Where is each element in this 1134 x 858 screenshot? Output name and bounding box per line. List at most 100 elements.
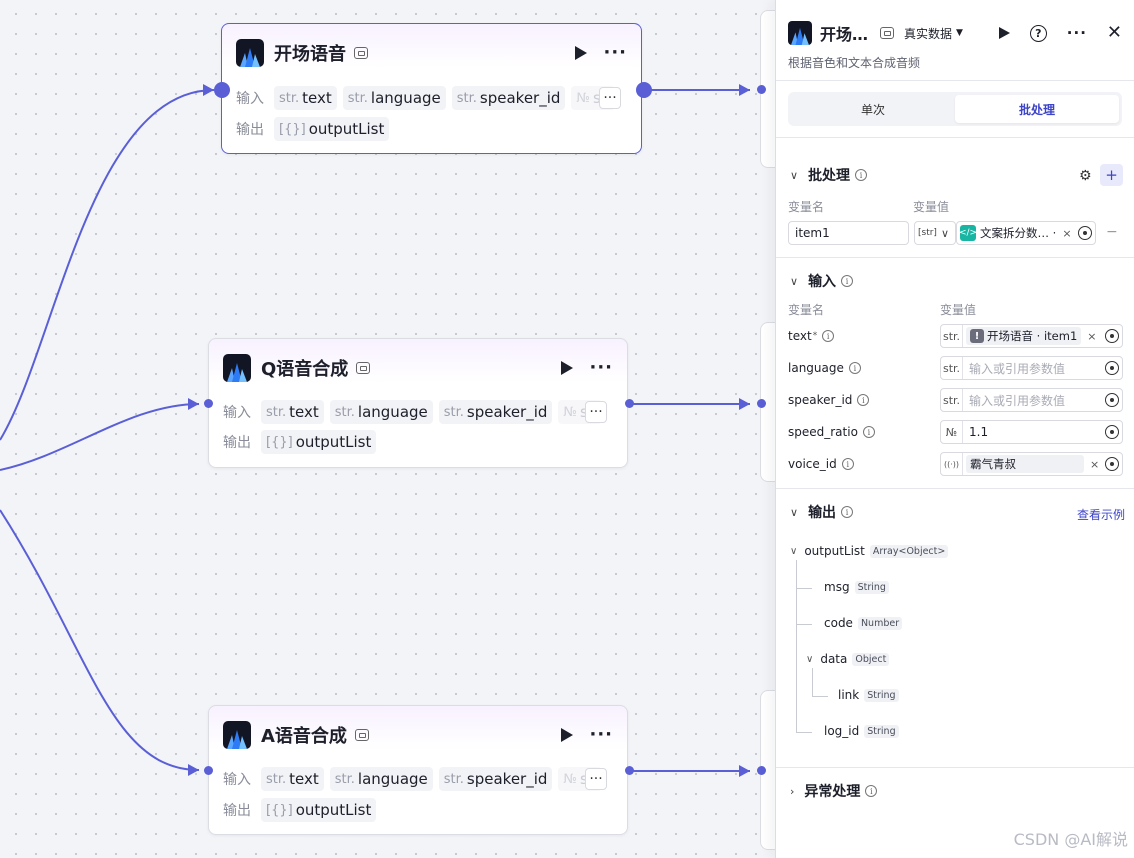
more-inputs-button[interactable]: ··· bbox=[599, 87, 621, 109]
next-node-3-input-handle[interactable] bbox=[757, 766, 766, 775]
mode-tabs: 单次 批处理 bbox=[788, 92, 1122, 126]
info-icon: i bbox=[857, 394, 870, 406]
node-menu-button[interactable]: ··· bbox=[589, 724, 613, 745]
param-value-text[interactable]: str. !开场语音 · item1 × bbox=[940, 324, 1123, 348]
info-icon: i bbox=[841, 275, 854, 287]
param-value-voice-id[interactable]: ((·)) 霸气青叔 × bbox=[940, 452, 1123, 476]
input-chip-speaker-id: str.speaker_id bbox=[438, 400, 553, 424]
info-icon: i bbox=[841, 506, 854, 518]
chevron-down-icon: ∨ bbox=[790, 505, 799, 519]
reference-picker-icon[interactable] bbox=[1078, 226, 1092, 240]
data-mode-select[interactable]: 真实数据▼ bbox=[904, 26, 963, 41]
node-menu-button[interactable]: ··· bbox=[589, 357, 613, 378]
ref-tag: !开场语音 · item1 bbox=[966, 327, 1082, 345]
tab-single[interactable]: 单次 bbox=[860, 102, 885, 117]
param-value-language[interactable]: str. 输入或引用参数值 bbox=[940, 356, 1123, 380]
node-input-row: 输入 str.text str.language str.speaker_id … bbox=[223, 767, 613, 791]
node-config-panel: 开场… 真实数据▼ ? ··· ✕ 根据音色和文本合成音频 单次 批处理 ∨ 批… bbox=[775, 0, 1134, 858]
run-button[interactable] bbox=[998, 27, 1010, 39]
arrow-head bbox=[739, 765, 750, 777]
reference-picker-icon[interactable] bbox=[1105, 361, 1119, 375]
info-icon: i bbox=[848, 362, 861, 374]
node-1-output-handle[interactable] bbox=[636, 82, 652, 98]
node-3-output-handle[interactable] bbox=[625, 766, 634, 775]
app-logo-icon bbox=[236, 39, 264, 67]
warning-icon: ! bbox=[970, 329, 984, 343]
caret-down-icon: ▼ bbox=[956, 28, 963, 38]
reference-picker-icon[interactable] bbox=[1105, 457, 1119, 471]
run-node-button[interactable] bbox=[561, 728, 574, 742]
chevron-down-icon: ∨ bbox=[790, 545, 798, 557]
divider bbox=[776, 80, 1134, 81]
param-value-speaker-id[interactable]: str. 输入或引用参数值 bbox=[940, 388, 1123, 412]
arrow-head bbox=[739, 84, 750, 96]
chevron-down-icon: ∨ bbox=[790, 168, 799, 182]
tree-connector bbox=[796, 732, 812, 733]
reference-picker-icon[interactable] bbox=[1105, 425, 1119, 439]
node-3-input-handle[interactable] bbox=[204, 766, 213, 775]
input-chip-language: str.language bbox=[342, 86, 446, 110]
edge-to-node-3 bbox=[0, 509, 200, 771]
column-label-name: 变量名 bbox=[788, 303, 825, 317]
batch-var-name-input[interactable]: item1 bbox=[788, 221, 909, 245]
tree-connector bbox=[796, 624, 812, 625]
more-inputs-button[interactable]: ··· bbox=[585, 401, 607, 423]
node-1-input-handle[interactable] bbox=[214, 82, 230, 98]
column-label-value: 变量值 bbox=[913, 200, 950, 214]
next-node-1-input-handle[interactable] bbox=[757, 85, 766, 94]
clear-ref-icon[interactable]: × bbox=[1087, 329, 1097, 343]
node-2-input-handle[interactable] bbox=[204, 399, 213, 408]
column-label-name: 变量名 bbox=[788, 200, 825, 214]
node-title: 开场语音 bbox=[274, 44, 346, 65]
more-inputs-button[interactable]: ··· bbox=[585, 768, 607, 790]
node-input-row: 输入 str.text str.language str.speaker_id … bbox=[223, 400, 613, 424]
run-node-button[interactable] bbox=[575, 46, 588, 60]
node-2-output-handle[interactable] bbox=[625, 399, 634, 408]
chevron-right-icon: › bbox=[790, 784, 795, 798]
close-icon[interactable]: ✕ bbox=[1106, 22, 1122, 43]
node-header: Q语音合成 ··· bbox=[223, 353, 613, 383]
tab-batch[interactable]: 批处理 bbox=[955, 95, 1119, 123]
input-chip-text: str.text bbox=[274, 86, 337, 110]
clear-voice-icon[interactable]: × bbox=[1090, 457, 1100, 471]
output-label: 输出 bbox=[236, 122, 264, 138]
add-batch-variable-button[interactable]: + bbox=[1100, 164, 1123, 186]
plugin-badge-icon bbox=[354, 47, 368, 59]
info-icon: i bbox=[855, 169, 868, 181]
input-chip-speaker-id: str.speaker_id bbox=[451, 86, 566, 110]
clear-ref-icon[interactable]: × bbox=[1062, 226, 1072, 240]
divider bbox=[776, 137, 1134, 138]
reference-picker-icon[interactable] bbox=[1105, 393, 1119, 407]
node-header: A语音合成 ··· bbox=[223, 720, 613, 750]
batch-settings-gear-icon[interactable]: ⚙ bbox=[1079, 168, 1092, 184]
node-a-voice-synthesis[interactable]: A语音合成 ··· 输入 str.text str.language str.s… bbox=[208, 705, 628, 835]
help-icon[interactable]: ? bbox=[1029, 24, 1047, 42]
output-chip-outputlist: [{}]outputList bbox=[274, 117, 390, 141]
view-example-link[interactable]: 查看示例 bbox=[1077, 508, 1126, 522]
batch-value-ref[interactable]: </> 文案拆分数… · × bbox=[956, 221, 1096, 245]
arrow-head bbox=[188, 398, 199, 410]
remove-batch-variable-button[interactable]: − bbox=[1106, 224, 1118, 240]
param-value-speed-ratio[interactable]: № 1.1 bbox=[940, 420, 1123, 444]
info-icon: i bbox=[862, 426, 875, 438]
node-q-voice-synthesis[interactable]: Q语音合成 ··· 输入 str.text str.language str.s… bbox=[208, 338, 628, 468]
reference-picker-icon[interactable] bbox=[1105, 329, 1119, 343]
tree-connector bbox=[796, 560, 797, 732]
batch-type-select[interactable]: [str] ∨ bbox=[914, 221, 956, 245]
node-menu-button[interactable]: ··· bbox=[603, 42, 627, 63]
node-opening-voice[interactable]: 开场语音 ··· 输入 str.text str.language str.sp… bbox=[221, 23, 642, 154]
run-node-button[interactable] bbox=[561, 361, 574, 375]
panel-menu-button[interactable]: ··· bbox=[1066, 23, 1087, 42]
next-node-2-input-handle[interactable] bbox=[757, 399, 766, 408]
divider bbox=[776, 488, 1134, 489]
